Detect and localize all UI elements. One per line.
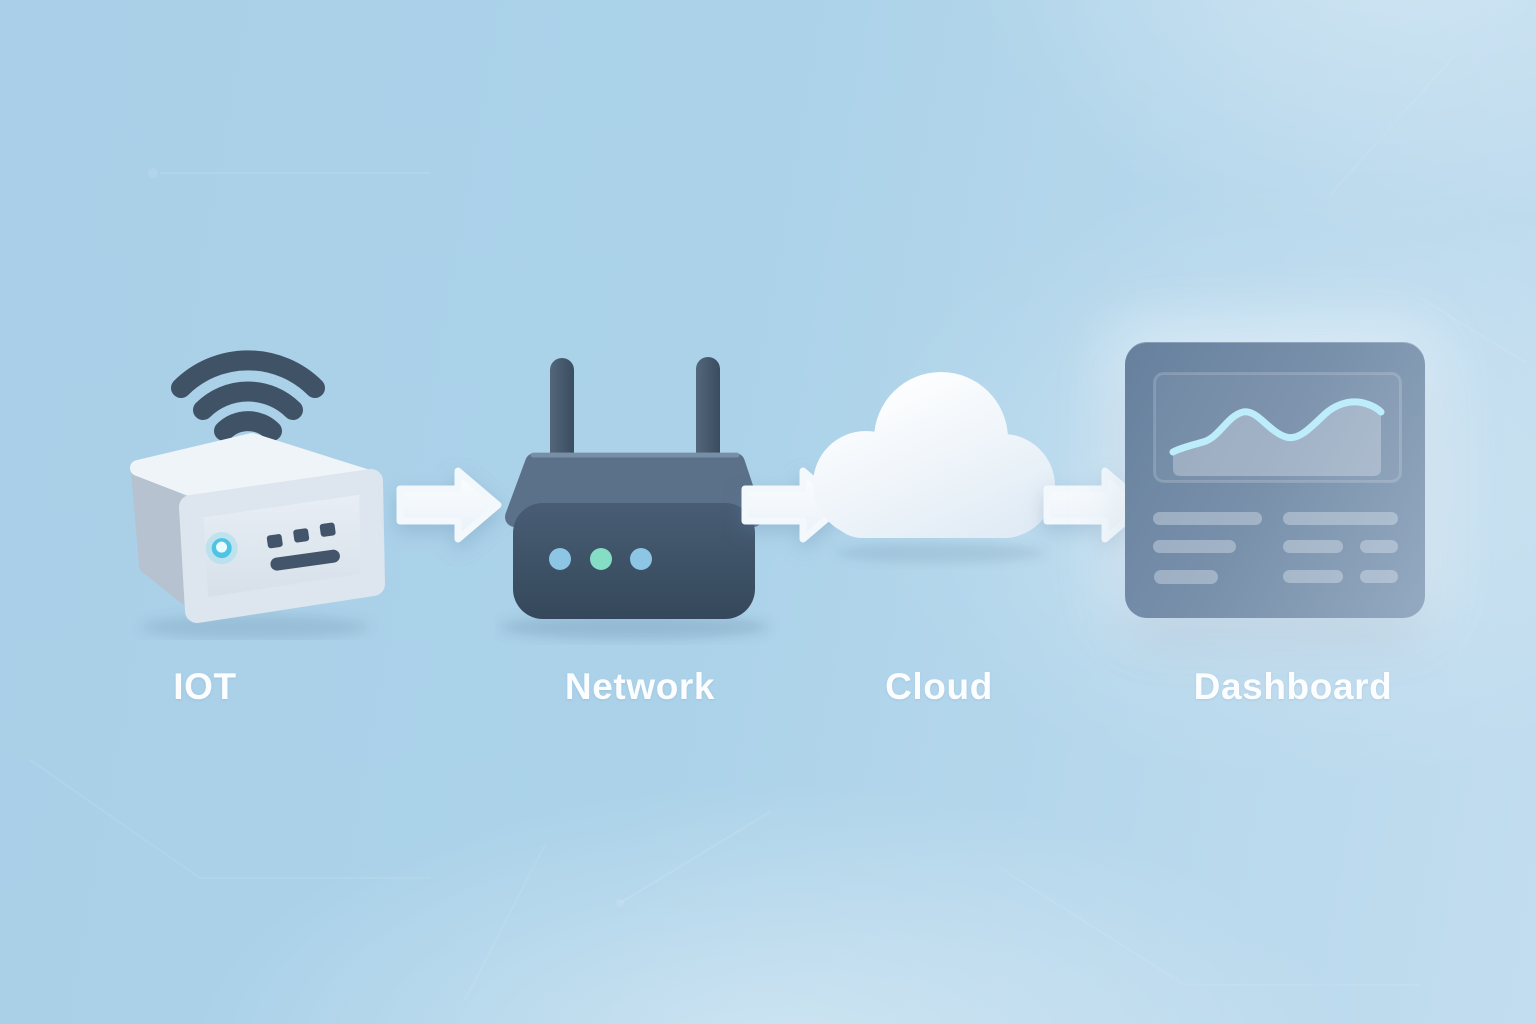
chart-area-fill <box>1173 401 1381 476</box>
arrow-right-icon <box>741 467 847 543</box>
text-placeholder-bar <box>1360 540 1398 553</box>
dashboard-chart <box>1153 372 1402 483</box>
ground-shadow <box>140 615 370 639</box>
chart-line <box>1169 398 1385 456</box>
antenna-right <box>696 357 720 495</box>
arrow-right-icon <box>396 467 502 543</box>
text-placeholder-bar <box>1283 540 1343 553</box>
iot-device-icon <box>130 350 385 639</box>
status-led <box>211 538 232 559</box>
antenna-left <box>550 358 574 498</box>
status-lights <box>549 548 652 570</box>
dashboard-panel-icon <box>1125 342 1425 618</box>
text-placeholder-bar <box>1360 570 1398 583</box>
device-box <box>130 433 385 623</box>
ground-shadow <box>835 543 1045 563</box>
label-dashboard: Dashboard <box>1193 666 1393 707</box>
text-placeholder-bar <box>1153 540 1236 553</box>
text-placeholder-bar <box>1154 570 1218 584</box>
text-placeholder-bar <box>1283 570 1343 583</box>
text-placeholder-bar <box>1283 512 1398 525</box>
port-marks <box>266 522 340 571</box>
cloud-shape <box>813 372 1055 538</box>
wifi-signal-icon <box>171 350 325 441</box>
router-body <box>505 452 763 619</box>
text-placeholder-bar <box>1153 512 1262 525</box>
label-network: Network <box>564 666 716 707</box>
chart-frame <box>1153 372 1402 483</box>
label-iot: IOT <box>173 666 237 707</box>
antenna <box>240 443 264 499</box>
ground-shadow <box>500 615 770 639</box>
led-glow <box>205 532 238 565</box>
label-cloud: Cloud <box>885 666 993 707</box>
front-details <box>205 522 340 571</box>
